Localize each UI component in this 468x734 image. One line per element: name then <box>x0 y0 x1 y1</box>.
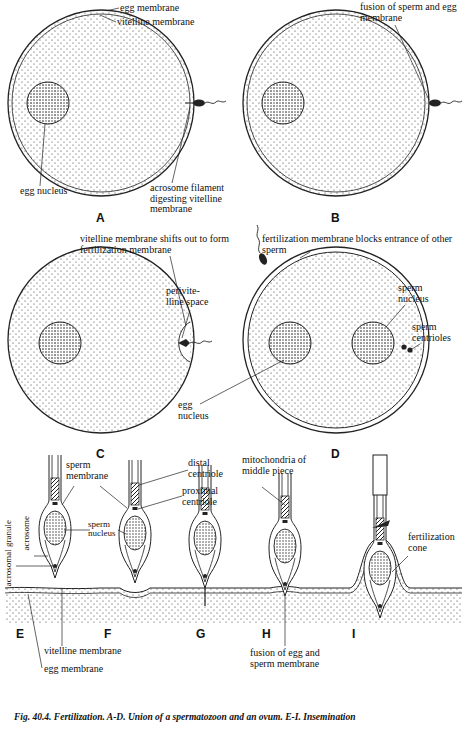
part-label: egg membrane <box>44 664 103 675</box>
fertilization-membrane <box>243 247 429 433</box>
vitelline-membrane <box>12 14 190 192</box>
part-label: acrosome filament digesting vitelline me… <box>150 183 250 215</box>
part-label: mitochondria of middle piece <box>242 455 320 476</box>
leader-line <box>62 486 74 505</box>
sperm-tail <box>205 101 226 103</box>
part-label: fertilization cone <box>408 532 466 553</box>
vitelline-membrane <box>247 14 425 192</box>
leader-line <box>262 487 285 505</box>
part-label: fusion of egg and sperm membrane <box>250 648 340 669</box>
leader-line <box>395 25 429 100</box>
egg-nucleus <box>27 82 69 124</box>
sperm-tail <box>441 101 462 103</box>
sperm-nucleus <box>352 322 394 364</box>
egg-membrane <box>5 543 462 598</box>
leader-line <box>28 594 42 668</box>
part-label: fusion of sperm and egg membrane <box>360 2 465 23</box>
panel-letter: G <box>196 628 205 641</box>
panel-letter: D <box>331 448 340 461</box>
perivitelline-space <box>179 322 190 362</box>
leader-line <box>16 566 53 567</box>
part-label: fertilization membrane blocks entrance o… <box>262 234 457 255</box>
part-label: vitelline membrane <box>44 646 121 657</box>
leader-line <box>64 530 90 531</box>
sperm-head <box>178 339 190 347</box>
egg-cell-a <box>8 10 226 196</box>
part-label: sperm nucleus <box>88 520 120 539</box>
egg-membrane <box>248 252 424 428</box>
part-label: acrosome <box>22 516 31 550</box>
egg-cell-d <box>243 225 429 433</box>
sperm-tail <box>373 455 387 495</box>
part-label: vitelline membrane shifts out to form fe… <box>80 234 255 255</box>
sperm-centriole <box>401 344 406 349</box>
fertilization-membrane <box>8 247 194 433</box>
panel-letter: F <box>104 628 111 641</box>
egg-membrane <box>8 10 194 196</box>
leader-line <box>300 252 310 258</box>
part-label: egg membrane <box>120 3 179 14</box>
pointer-arrow <box>372 520 390 528</box>
leader-line <box>100 15 116 22</box>
sperm-head <box>193 100 205 107</box>
part-label: perivite- lline space <box>166 286 212 307</box>
leader-line <box>100 486 127 508</box>
panel-letter: B <box>331 212 340 225</box>
part-label: sperm nucleus <box>398 283 446 304</box>
sperm-head <box>429 100 441 107</box>
sperm-i <box>364 495 396 618</box>
egg-nucleus <box>269 322 311 364</box>
leader-line <box>200 360 284 404</box>
leader-line <box>62 589 63 646</box>
panel-letter: I <box>352 628 355 641</box>
leader-line <box>386 305 405 327</box>
sperm-g <box>189 465 221 588</box>
part-label: vitelline membrane <box>117 17 194 28</box>
leader-line <box>34 556 48 557</box>
part-label: sperm centrioles <box>412 322 462 343</box>
sperm-f <box>119 460 151 583</box>
part-label: sperm membrane <box>66 460 114 481</box>
panel-letter: C <box>96 448 105 461</box>
leader-line <box>108 8 119 11</box>
leader-line <box>138 496 182 509</box>
figure-caption: Fig. 40.4. Fertilization. A-D. Union of … <box>14 712 464 722</box>
egg-nucleus <box>39 322 81 364</box>
sperm-tail <box>257 225 260 253</box>
sperm-h <box>269 473 301 596</box>
panel-letter: A <box>96 212 105 225</box>
sperm-tail <box>190 341 212 343</box>
leader-line <box>40 124 45 186</box>
part-label: egg nucleus <box>178 400 222 421</box>
panel-letter: E <box>16 628 24 641</box>
acrosome-filament <box>185 103 193 104</box>
part-label: distal centriole <box>188 458 240 479</box>
egg-nucleus <box>262 82 304 124</box>
egg-membrane <box>243 10 429 196</box>
part-label: proximal centriole <box>182 486 237 507</box>
leader-line <box>285 596 286 646</box>
panel-letter: H <box>262 628 271 641</box>
leader-line <box>182 310 190 338</box>
leader-lines <box>16 8 429 668</box>
leader-line <box>392 556 408 572</box>
part-label: egg nucleus <box>20 186 68 197</box>
leader-line <box>412 344 420 349</box>
part-label: acrosomal granule <box>4 520 13 586</box>
leader-line <box>172 107 190 183</box>
leader-line <box>139 470 188 485</box>
acrosome-filament <box>204 588 205 606</box>
egg-cell-b <box>243 10 462 196</box>
sperm-centriole <box>407 347 412 352</box>
leader-line <box>118 530 126 534</box>
